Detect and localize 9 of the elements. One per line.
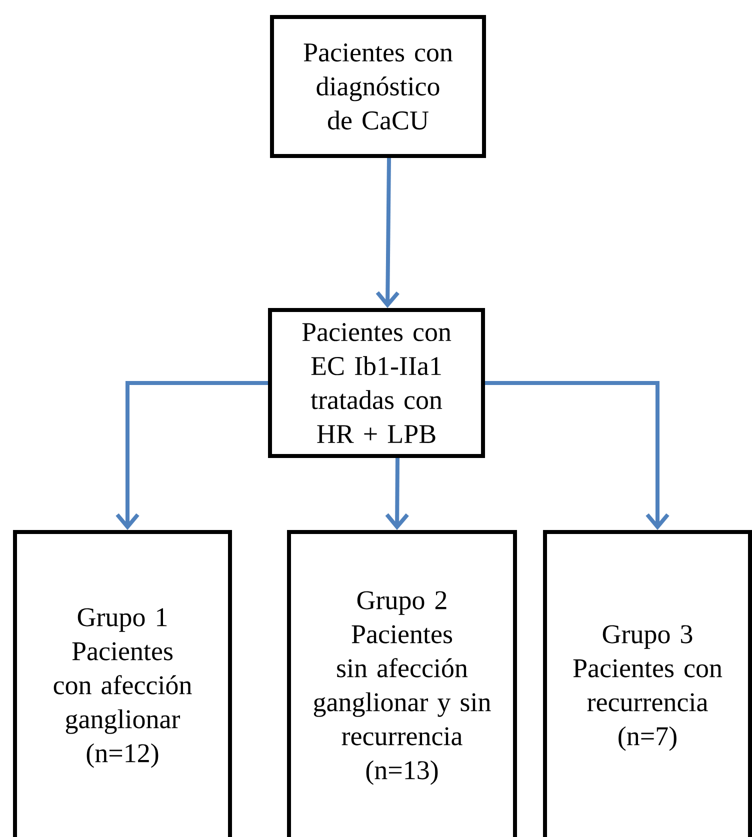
process-box: Pacientes con EC Ib1-IIa1 tratadas con HR + LPB bbox=[268, 308, 485, 458]
arrow bbox=[485, 381, 670, 530]
arrow bbox=[116, 381, 268, 530]
process-box: Grupo 2 Pacientes sin afección ganglionar y sin recurrencia (n=13) bbox=[287, 530, 517, 837]
process-box: Pacientes con diagnóstico de CaCU bbox=[270, 15, 486, 158]
process-box: Grupo 3 Pacientes con recurrencia (n=7) bbox=[543, 530, 752, 837]
arrow bbox=[376, 158, 400, 308]
arrow bbox=[385, 458, 409, 530]
process-box: Grupo 1 Pacientes con afección ganglionar (n=12) bbox=[13, 530, 232, 837]
